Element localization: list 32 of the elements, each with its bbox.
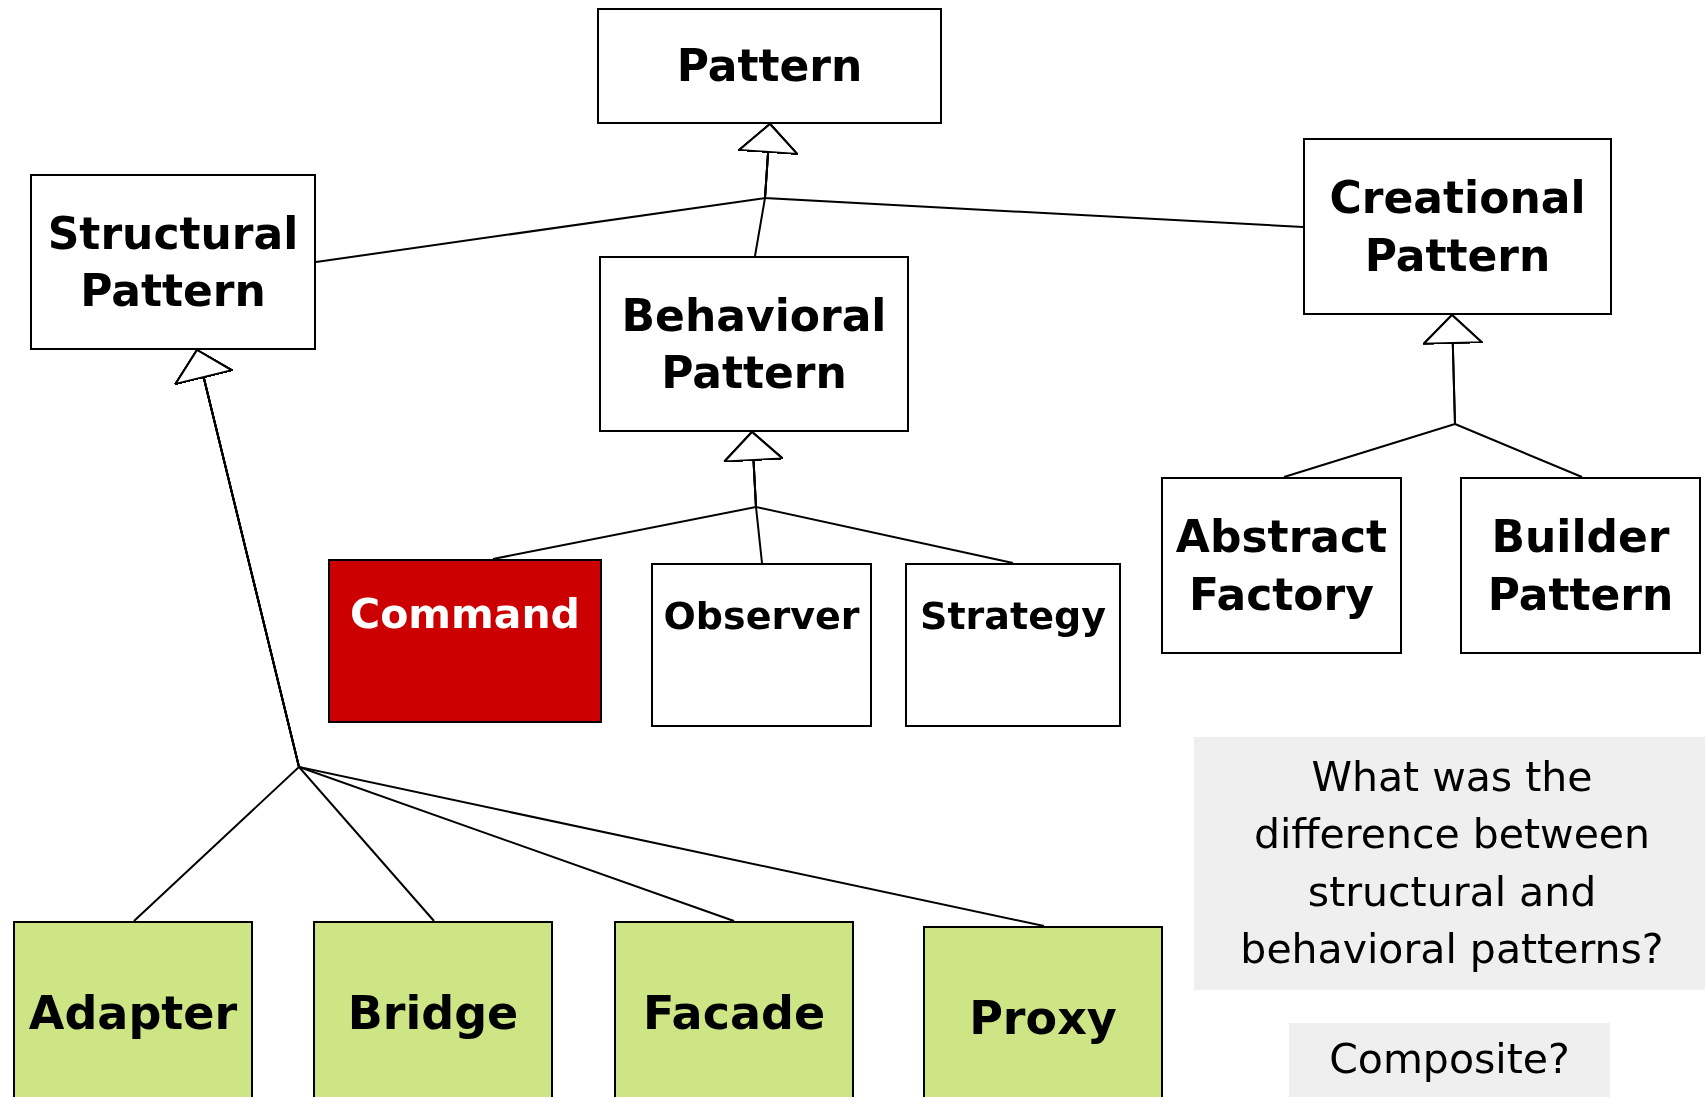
class-name: Adapter: [27, 985, 239, 1042]
class-name: Builder Pattern: [1486, 510, 1675, 622]
class-box: [923, 926, 1163, 1097]
class-name: Behavioral Pattern: [620, 288, 888, 400]
class-box: [313, 921, 553, 1097]
class-name: Creational Pattern: [1328, 171, 1587, 283]
class-name: Bridge: [346, 985, 520, 1042]
note-text: Composite?: [1328, 1034, 1571, 1085]
inheritance-connector: [174, 349, 1045, 927]
class-name: Strategy: [919, 593, 1107, 640]
class-box: [614, 921, 854, 1097]
inheritance-connector: [723, 431, 1014, 564]
class-box: [13, 921, 253, 1097]
class-name: Observer: [662, 593, 861, 640]
note-text: What was the difference between structural and behavioral patterns?: [1239, 751, 1665, 975]
class-box: [1161, 477, 1402, 654]
class-box: [905, 563, 1121, 727]
class-box: [599, 256, 909, 432]
class-name: Structural Pattern: [46, 206, 300, 318]
inheritance-connector: [738, 123, 1304, 228]
class-box: [651, 563, 872, 727]
class-name: Facade: [641, 985, 827, 1042]
class-box: [1460, 477, 1701, 654]
class-box: [1303, 138, 1612, 315]
class-box: [597, 8, 942, 124]
class-name: Abstract Factory: [1174, 510, 1389, 622]
class-name: Proxy: [968, 990, 1118, 1047]
inheritance-connector: [1422, 314, 1583, 478]
class-name: Pattern: [675, 39, 864, 94]
class-name: Command: [349, 589, 581, 640]
class-box: [328, 559, 602, 723]
class-box: [30, 174, 316, 350]
